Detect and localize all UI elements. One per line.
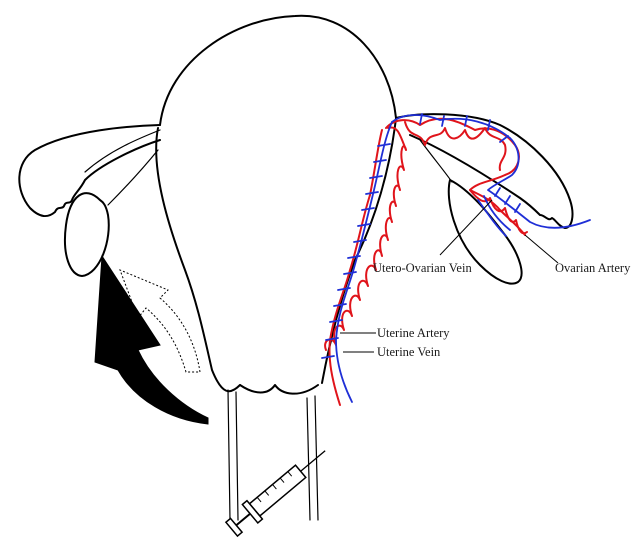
- uterus-left-wall: [156, 128, 240, 391]
- ovarian-artery-vessel: [386, 119, 525, 235]
- vagina-left-wall: [228, 390, 230, 520]
- left-tube-inner: [85, 130, 160, 172]
- label-utero-ovarian-vein: Utero-Ovarian Vein: [373, 261, 472, 275]
- label-ovarian-artery: Ovarian Artery: [555, 261, 631, 275]
- vagina-left-inner: [236, 392, 238, 520]
- label-uterine-artery: Uterine Artery: [377, 326, 450, 340]
- uterus-outline: [160, 16, 396, 125]
- utero-ovarian-vein-vessel: [392, 115, 590, 228]
- vagina-right-wall: [307, 398, 310, 520]
- cervix-lobes: [240, 385, 318, 394]
- label-uterine-vein: Uterine Vein: [377, 345, 441, 359]
- ovarian-artery-leader: [525, 235, 558, 263]
- right-fallopian-tube: [396, 114, 572, 228]
